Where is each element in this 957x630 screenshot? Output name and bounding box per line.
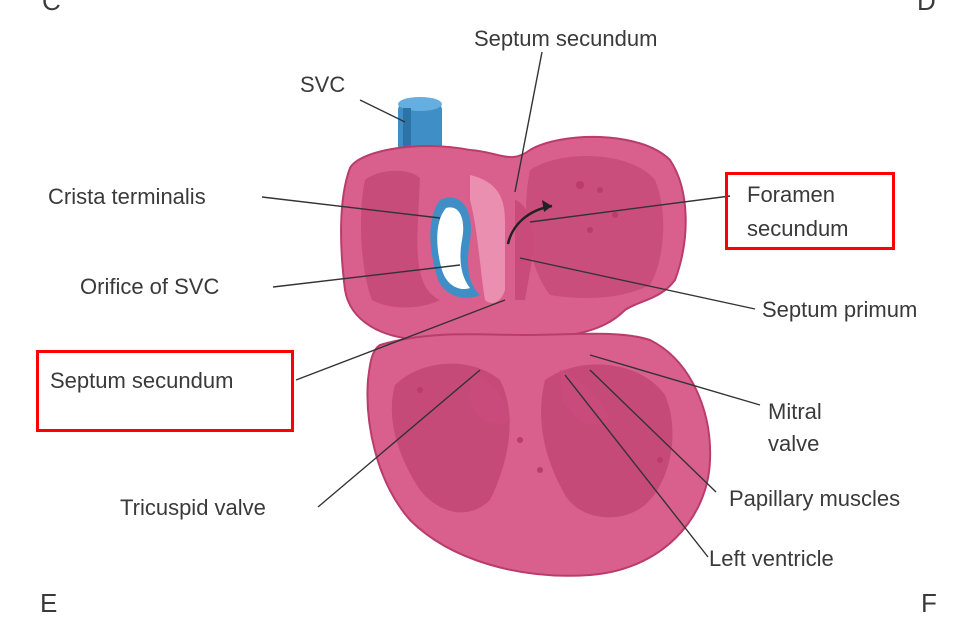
label-tricuspid-valve: Tricuspid valve — [120, 493, 266, 522]
panel-letter-f: F — [921, 588, 937, 619]
label-papillary-muscles: Papillary muscles — [729, 484, 900, 513]
label-crista-terminalis: Crista terminalis — [48, 182, 206, 211]
panel-letter-e: E — [40, 588, 57, 619]
highlight-box-septum-secundum — [36, 350, 294, 432]
label-left-ventricle: Left ventricle — [709, 544, 834, 573]
ventricles — [367, 334, 710, 576]
panel-letter-d: D — [917, 0, 936, 17]
highlight-box-foramen — [725, 172, 895, 250]
label-septum-secundum-top: Septum secundum — [474, 24, 657, 53]
panel-letter-c: C — [42, 0, 61, 17]
atria — [341, 137, 686, 340]
label-septum-primum: Septum primum — [762, 295, 957, 324]
label-mitral-line2: valve — [768, 429, 819, 458]
label-svc: SVC — [300, 70, 345, 99]
label-mitral-line1: Mitral — [768, 397, 822, 426]
label-orifice-svc: Orifice of SVC — [80, 272, 219, 301]
